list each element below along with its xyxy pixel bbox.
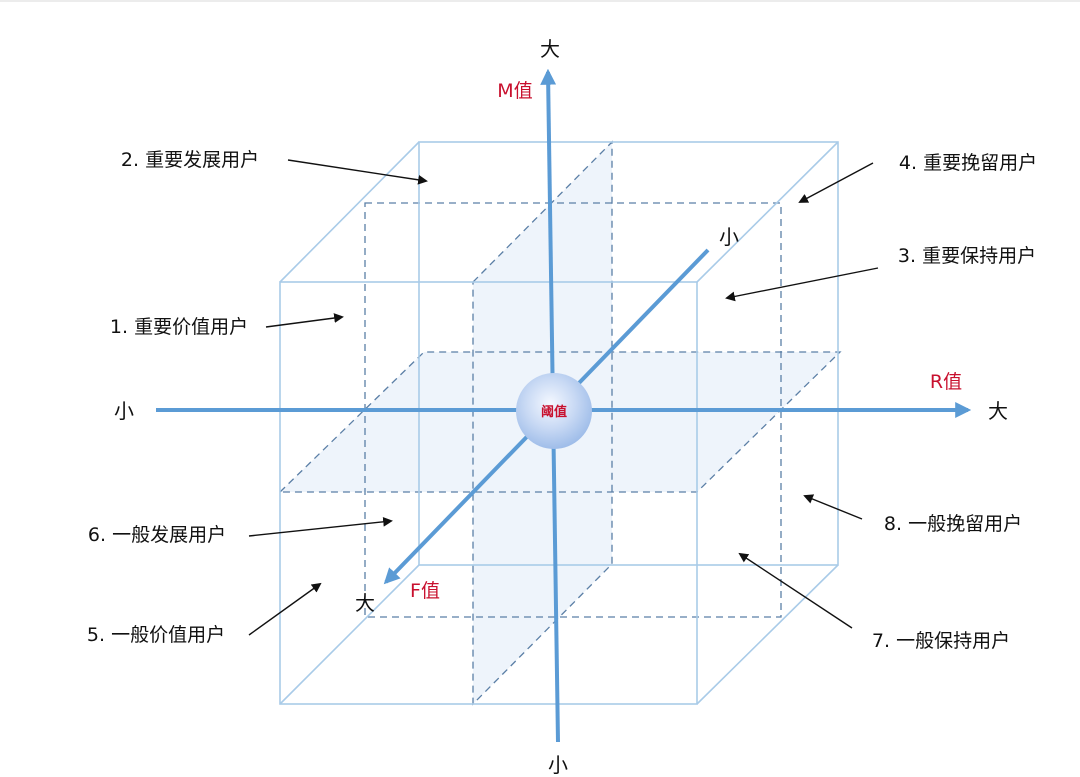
f-axis-name: F值 [410, 580, 440, 602]
arrow-segment-4 [798, 162, 874, 203]
segment-label-7: 7. 一般保持用户 [872, 630, 1010, 652]
arrow-segment-8 [803, 494, 863, 520]
segment-label-5: 5. 一般价值用户 [87, 624, 225, 646]
m-axis-bottom-label: 小 [548, 753, 568, 777]
r-axis-right-label: 大 [988, 399, 1008, 423]
pointer-arrows [248, 159, 879, 636]
arrow-segment-7 [738, 552, 853, 629]
segment-label-6: 6. 一般发展用户 [88, 524, 226, 546]
segment-label-4: 4. 重要挽留用户 [899, 152, 1037, 174]
arrow-segment-6 [248, 516, 393, 537]
segment-label-3: 3. 重要保持用户 [898, 245, 1036, 267]
arrow-segment-1 [265, 313, 344, 328]
f-axis-front-label: 大 [355, 591, 375, 615]
m-axis-top-label: 大 [540, 37, 560, 61]
threshold-label: 阈值 [541, 404, 567, 420]
cube-outline [279, 141, 839, 705]
r-axis-left-label: 小 [114, 399, 134, 423]
arrow-segment-3 [725, 267, 879, 302]
arrow-segment-5 [248, 582, 322, 636]
threshold-sphere [516, 373, 592, 449]
arrow-segment-2 [287, 159, 428, 185]
f-axis-back-label: 小 [719, 225, 739, 249]
m-axis-name: M值 [497, 80, 532, 102]
segment-label-8: 8. 一般挽留用户 [884, 513, 1022, 535]
segment-label-1: 1. 重要价值用户 [110, 316, 248, 338]
r-axis-name: R值 [930, 371, 962, 393]
segment-label-2: 2. 重要发展用户 [121, 149, 259, 171]
